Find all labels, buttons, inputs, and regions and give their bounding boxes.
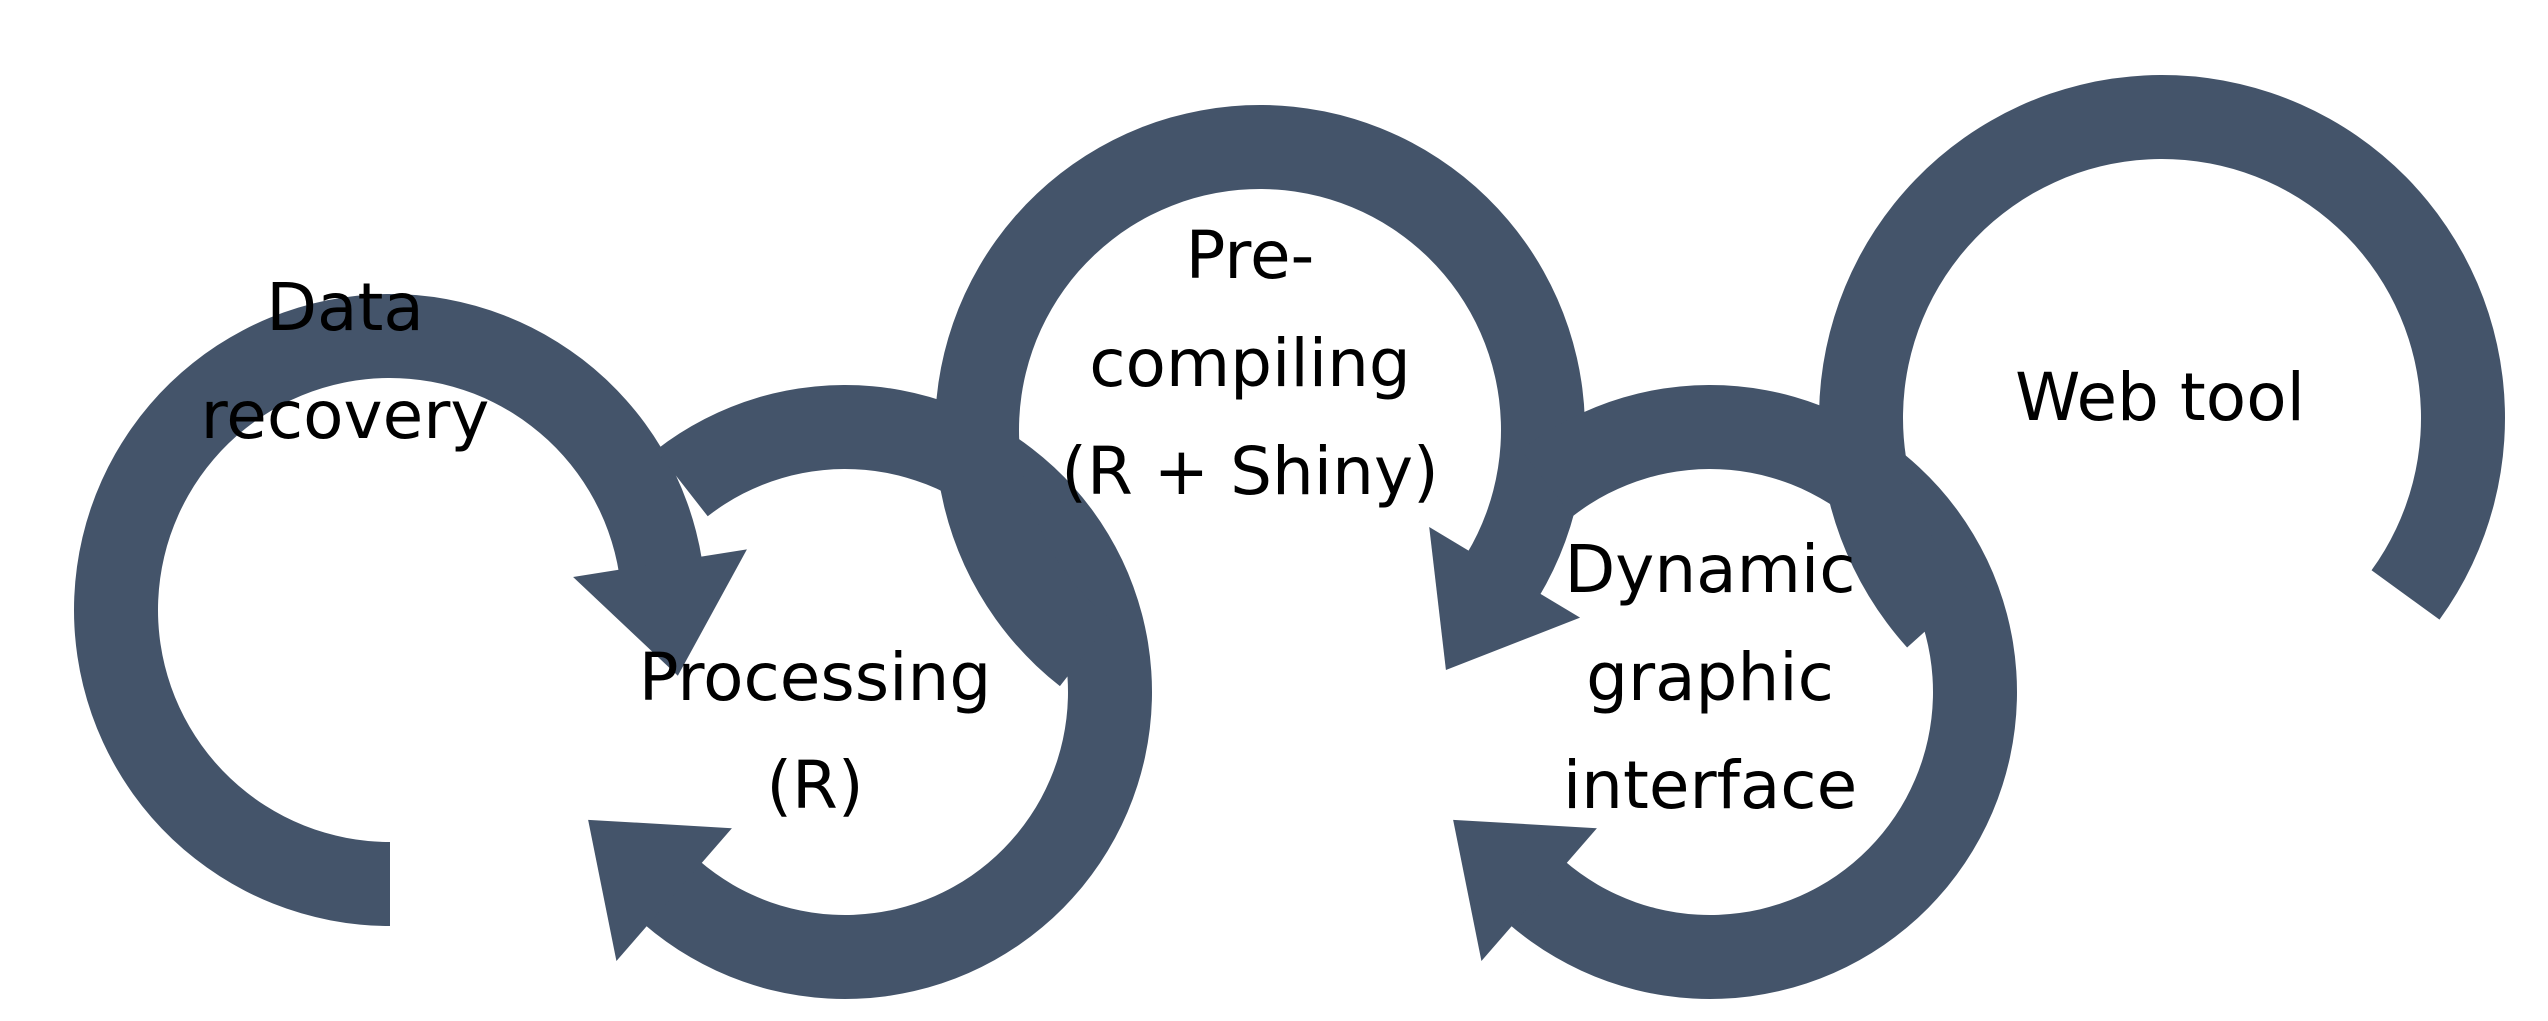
step-label-line: (R + Shiny) [1061, 433, 1439, 510]
step-label: Data recovery [201, 269, 490, 454]
step-label-line: Web tool [2015, 359, 2305, 436]
step-label-line: (R) [766, 747, 863, 824]
step-label: Web tool [2015, 359, 2305, 436]
step-label: Dynamic graphic interface [1563, 531, 1857, 824]
step-label-line: recovery [201, 377, 490, 454]
step-label-line: graphic [1586, 639, 1834, 716]
step-label-line: Dynamic [1564, 531, 1855, 608]
circular-arrow-band [934, 105, 1585, 687]
step-label-line: Processing [639, 639, 991, 716]
step-label: Processing (R) [639, 639, 991, 824]
arrow-head [588, 819, 732, 962]
circular-arrow-band [1819, 75, 2505, 648]
step-label-line: interface [1563, 747, 1857, 824]
circular-arrows [73, 75, 2505, 1000]
step-label-line: Data [266, 269, 424, 346]
step-label-line: compiling [1089, 325, 1411, 402]
step-label: Pre-compiling (R + Shiny) [1061, 217, 1439, 510]
step-label-line: Pre- [1186, 217, 1315, 294]
arrow-head [1429, 527, 1581, 671]
arrow-head [573, 549, 747, 676]
arrow-head [1453, 819, 1597, 962]
